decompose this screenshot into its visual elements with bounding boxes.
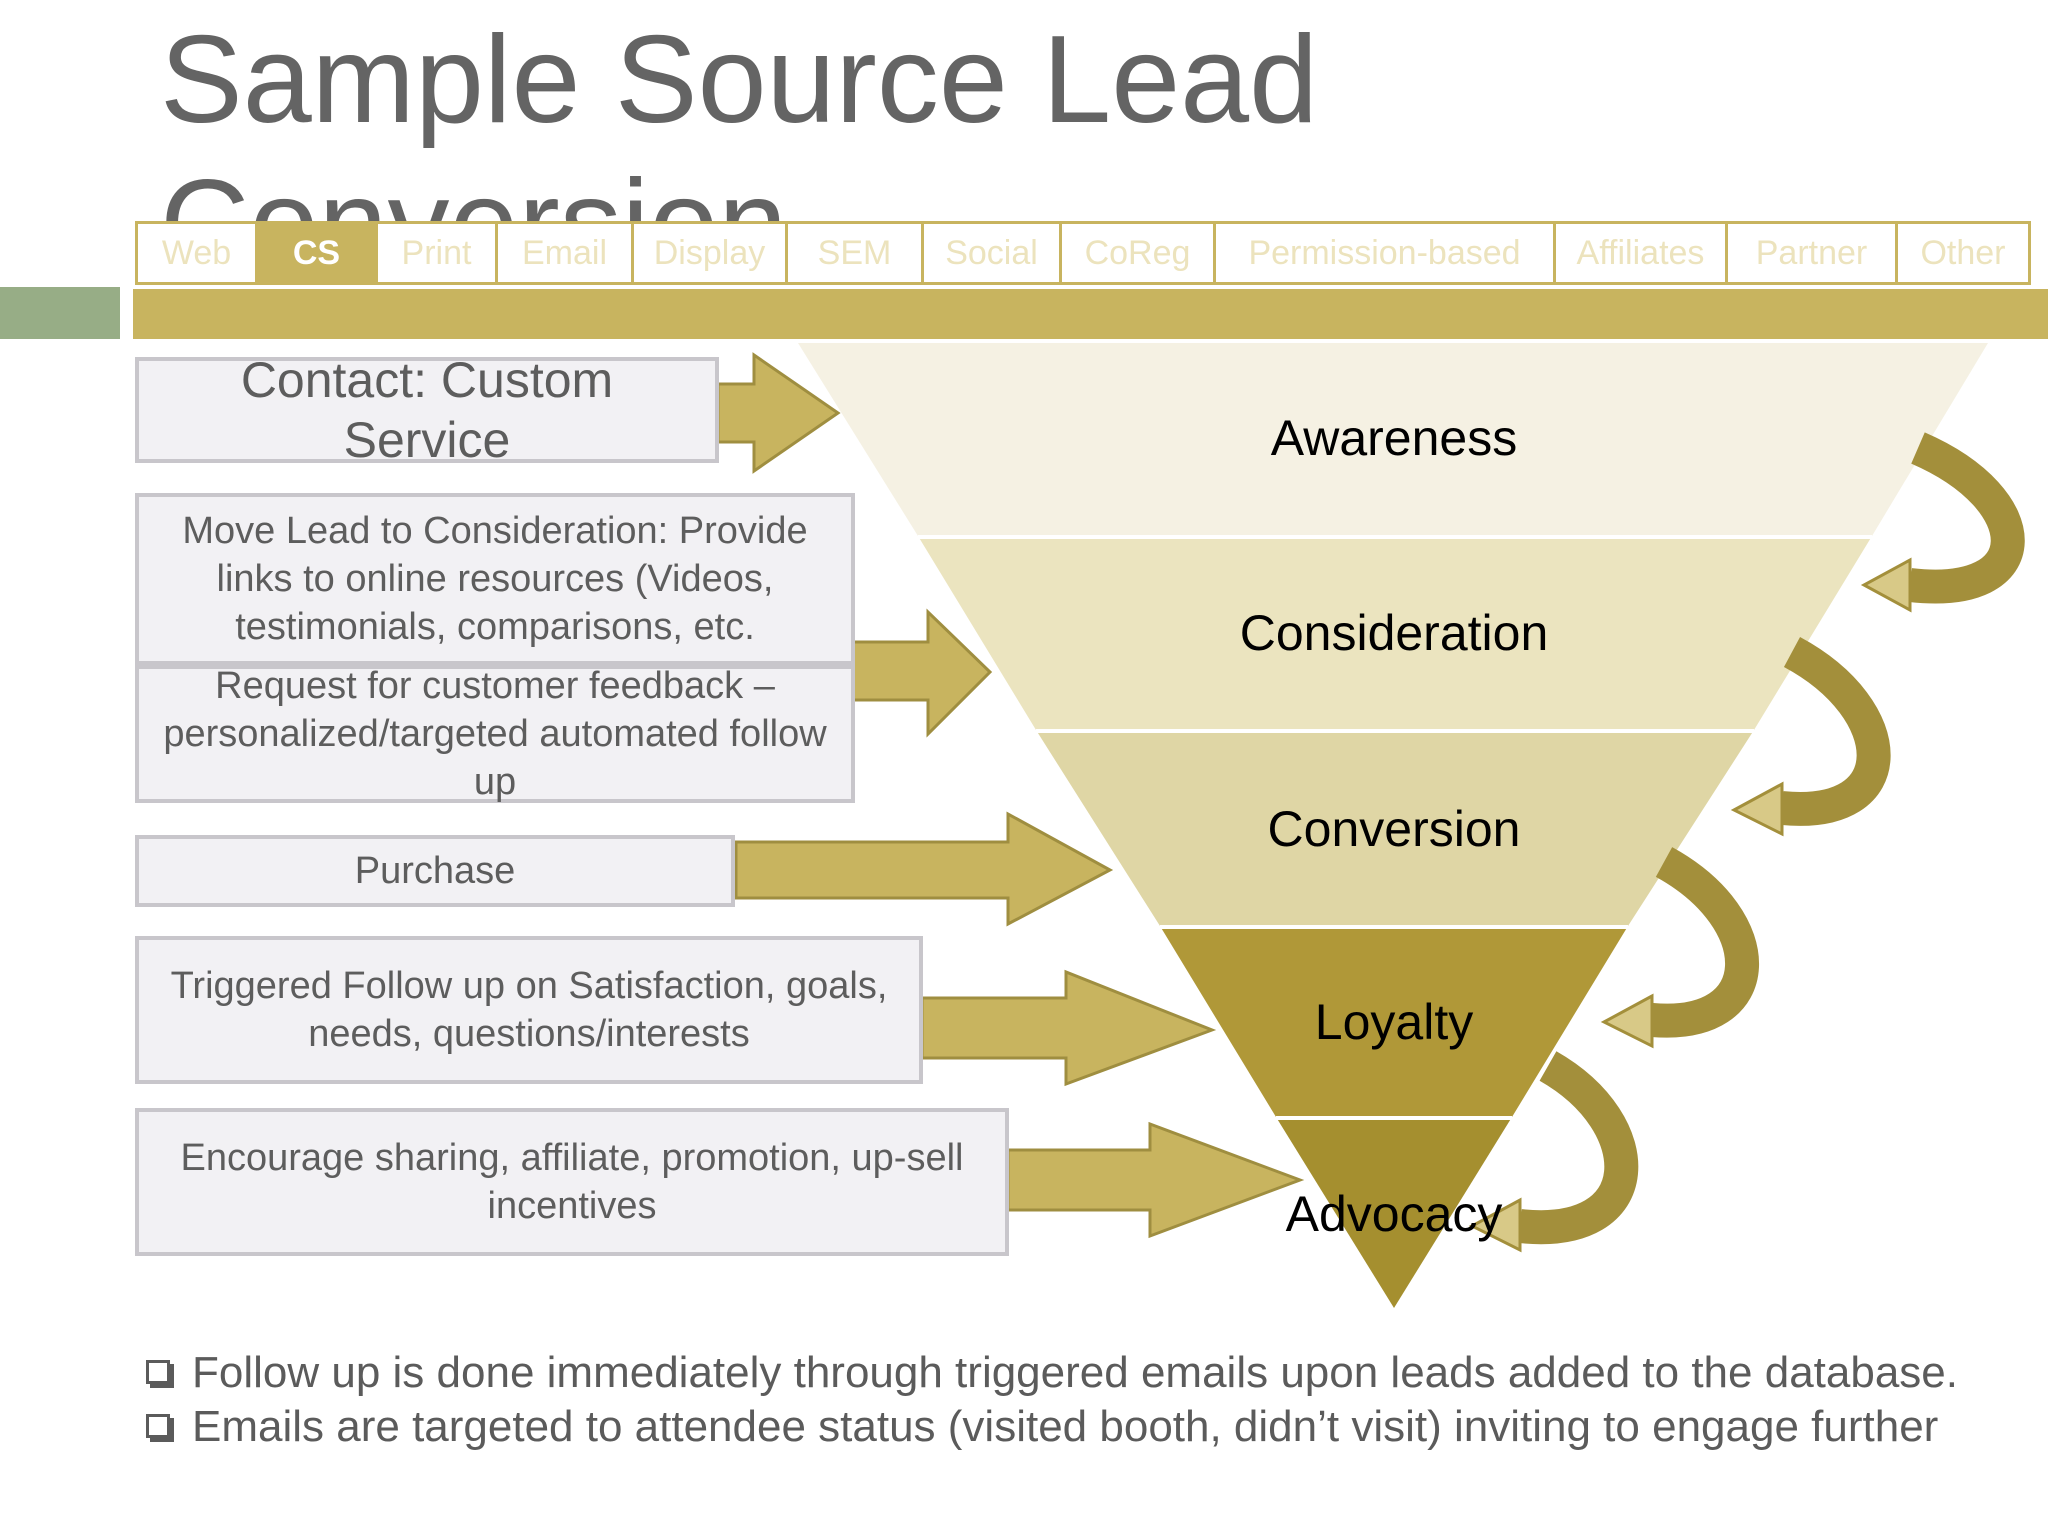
stage-label-conversion: Conversion: [1267, 801, 1521, 857]
checkbox-bullet-icon: [146, 1360, 170, 1384]
tab-email[interactable]: Email: [495, 221, 631, 285]
curved-arrow-icon: [1908, 432, 2025, 604]
bullet-item: Emails are targeted to attendee status (…: [142, 1400, 2022, 1454]
arrow-right-icon: [716, 352, 841, 474]
tab-coreg[interactable]: CoReg: [1059, 221, 1213, 285]
tab-print[interactable]: Print: [375, 221, 495, 285]
curved-arrow-head-icon: [1468, 1197, 1522, 1253]
bullet-list: Follow up is done immediately through tr…: [142, 1346, 2022, 1454]
stage-label-consideration: Consideration: [1239, 605, 1549, 661]
tab-social[interactable]: Social: [921, 221, 1059, 285]
box-contact-custom-service: Contact: Custom Service: [135, 352, 719, 468]
tab-permission-based[interactable]: Permission-based: [1213, 221, 1553, 285]
curved-arrow-head-icon: [1730, 781, 1784, 837]
curved-arrow-icon: [1780, 637, 1891, 826]
stage-label-advocacy: Advocacy: [1285, 1186, 1503, 1242]
arrow-right-icon: [734, 811, 1114, 927]
source-tabs: Web CS Print Email Display SEM Social Co…: [135, 221, 2031, 289]
tab-cs[interactable]: CS: [255, 221, 375, 285]
stage-label-loyalty: Loyalty: [1314, 994, 1474, 1050]
arrow-right-icon: [1006, 1121, 1305, 1239]
bullet-text: Follow up is done immediately through tr…: [192, 1348, 1958, 1397]
box-request-feedback: Request for customer feedback – personal…: [135, 665, 855, 803]
accent-bar-left: [0, 287, 120, 339]
curved-arrow-icon: [1518, 1051, 1639, 1245]
box-triggered-follow-up: Triggered Follow up on Satisfaction, goa…: [135, 936, 923, 1084]
arrow-right-icon: [920, 969, 1217, 1087]
box-move-to-consideration: Move Lead to Consideration: Provide link…: [135, 493, 855, 665]
tab-web[interactable]: Web: [135, 221, 255, 285]
bullet-text: Emails are targeted to attendee status (…: [192, 1402, 1939, 1451]
curved-arrow-head-icon: [1600, 993, 1654, 1049]
bullet-item: Follow up is done immediately through tr…: [142, 1346, 2022, 1400]
tab-partner[interactable]: Partner: [1725, 221, 1895, 285]
slide-title: Sample Source Lead Conversion: [160, 11, 1319, 228]
box-encourage-sharing: Encourage sharing, affiliate, promotion,…: [135, 1108, 1009, 1256]
checkbox-bullet-icon: [146, 1414, 170, 1438]
curved-arrow-head-icon: [1860, 557, 1912, 613]
header-gold-bar: [133, 289, 2048, 339]
stage-label-awareness: Awareness: [1270, 410, 1518, 466]
box-purchase: Purchase: [135, 835, 735, 907]
tab-other[interactable]: Other: [1895, 221, 2031, 285]
tab-sem[interactable]: SEM: [785, 221, 921, 285]
funnel-stage-consideration: [918, 536, 1872, 730]
funnel-stage-advocacy: [1276, 1117, 1512, 1308]
curved-arrow-icon: [1650, 847, 1759, 1038]
funnel-stage-conversion: [1036, 730, 1754, 926]
funnel-stage-awareness: [798, 343, 1988, 536]
funnel-stage-loyalty: [1160, 926, 1628, 1117]
tab-display[interactable]: Display: [631, 221, 785, 285]
tab-affiliates[interactable]: Affiliates: [1553, 221, 1725, 285]
